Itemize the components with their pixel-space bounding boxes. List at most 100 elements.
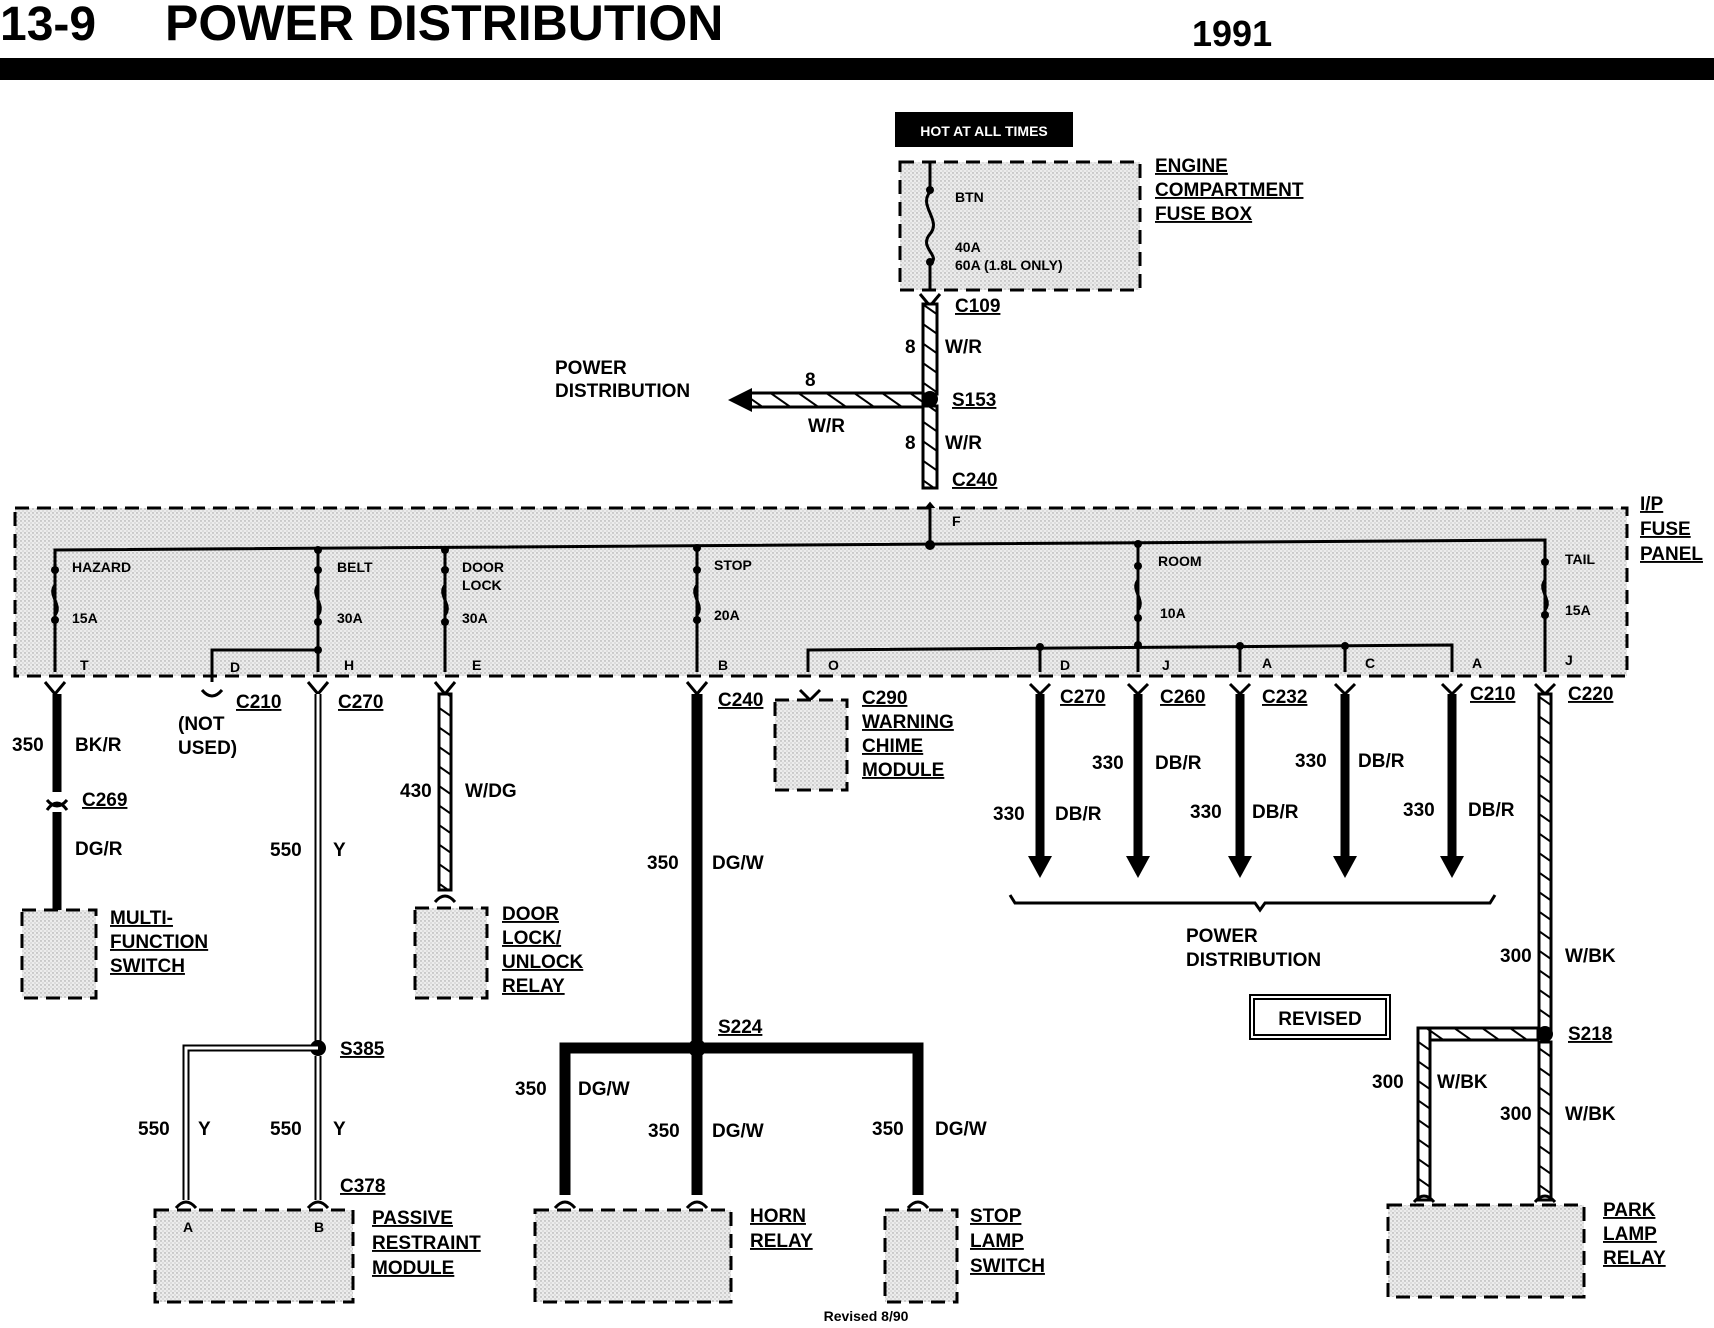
horn-relay-box [533, 1208, 733, 1304]
wire-wbk-gauge-upper: 300 [1500, 946, 1532, 967]
fuse-stop-rating: 20A [714, 607, 740, 623]
s153-label: S153 [952, 390, 996, 411]
db-r-gauge-3: 330 [1190, 802, 1222, 823]
wire-wbk-color-branch: W/BK [1437, 1072, 1488, 1093]
warning-chime-label-1: WARNING [862, 712, 954, 733]
s218-label: S218 [1568, 1024, 1612, 1045]
power-distribution-label-room-2: DISTRIBUTION [1186, 950, 1321, 971]
power-distribution-label-1: POWER [555, 358, 627, 379]
btn-fuse-symbol [925, 191, 935, 266]
btn-fuse-rating-alt: 60A (1.8L ONLY) [955, 257, 1063, 273]
db-r-color-5: DB/R [1468, 800, 1515, 821]
wire-dgw-color-center: DG/W [712, 1121, 764, 1142]
wire-wbk-color-upper: W/BK [1565, 946, 1616, 967]
c270-label-right: C270 [1060, 687, 1105, 708]
page-title: POWER DISTRIBUTION [165, 0, 723, 51]
wire-wr-feed-lower [921, 404, 939, 490]
s224-label: S224 [718, 1017, 763, 1038]
fuse-tail [1541, 558, 1549, 672]
passive-restraint-label-1: PASSIVE [372, 1208, 453, 1229]
fuse-belt-name: BELT [337, 559, 373, 575]
wire-wr-color-lower: W/R [945, 433, 982, 454]
wire-dgw-gauge-right: 350 [872, 1119, 904, 1140]
db-r-gauge-5: 330 [1403, 800, 1435, 821]
wire-dgw-color-main: DG/W [712, 853, 764, 874]
wire-wr-gauge-lower: 8 [905, 433, 916, 454]
header-rule [0, 58, 1714, 80]
doorlock-connector-top [433, 681, 457, 697]
fuse-belt-rating: 30A [337, 610, 363, 626]
power-distribution-label-room-1: POWER [1186, 926, 1258, 947]
wire-dgw-gauge-center: 350 [648, 1121, 680, 1142]
belt-c270-connector [306, 681, 330, 697]
fuse-room-rating: 10A [1160, 605, 1186, 621]
db-r-gauge-1: 330 [993, 804, 1025, 825]
room-bus-taps [1036, 642, 1349, 672]
fuse-door-lock [441, 546, 449, 672]
wire-dgw-gauge-main: 350 [647, 853, 679, 874]
park-lamp-label-3: RELAY [1603, 1248, 1666, 1269]
wire-y-color-branch: Y [198, 1119, 211, 1140]
s218-splice [1537, 1026, 1553, 1042]
c378-label: C378 [340, 1176, 385, 1197]
wire-wr-gauge-branch: 8 [805, 370, 816, 391]
db-r-gauge-4: 330 [1295, 751, 1327, 772]
multi-function-switch-label-3: SWITCH [110, 956, 185, 977]
ip-fuse-panel [13, 506, 1629, 678]
db-r-arrows [1028, 682, 1464, 878]
c260-label: C260 [1160, 687, 1205, 708]
warning-chime-module-box [773, 698, 849, 792]
passive-pin-b: B [314, 1219, 324, 1235]
wire-wbk-color-lower: W/BK [1565, 1104, 1616, 1125]
wire-wbk-branch-h [1416, 1026, 1540, 1042]
passive-restraint-label-3: MODULE [372, 1258, 454, 1279]
c210-unused-connector [200, 688, 224, 698]
hot-at-all-times-badge [895, 112, 1073, 147]
stop-lamp-label-1: STOP [970, 1206, 1022, 1227]
panel-pin-j: J [1162, 657, 1170, 673]
c210-label-right: C210 [1470, 684, 1515, 705]
wire-wdg-gauge: 430 [400, 781, 432, 802]
belt-to-pin-d-jumper [210, 648, 318, 682]
wire-wbk-lower [1537, 1040, 1553, 1202]
not-used-label-2: USED) [178, 738, 237, 759]
ip-panel-label-1: I/P [1640, 494, 1664, 515]
c378-connector [174, 1200, 330, 1210]
horn-relay-connectors [553, 1200, 709, 1210]
stop-lamp-label-3: SWITCH [970, 1256, 1045, 1277]
revised-badge-inner [1253, 998, 1387, 1036]
multi-function-switch-box [20, 908, 98, 1000]
engine-box-label-1: ENGINE [1155, 156, 1228, 177]
btn-fuse-rating: 40A [955, 239, 981, 255]
c232-label: C232 [1262, 687, 1307, 708]
wire-bkr-gauge: 350 [12, 735, 44, 756]
door-lock-relay-label-3: UNLOCK [502, 952, 584, 973]
s385-label: S385 [340, 1039, 385, 1060]
warning-chime-label-2: CHIME [862, 736, 923, 757]
wire-wr-feed-upper [921, 302, 939, 396]
wire-wr-gauge-upper: 8 [905, 337, 916, 358]
wire-wdg [437, 692, 453, 892]
revised-badge-label: REVISED [1278, 1009, 1361, 1030]
doorlock-connector-bottom [433, 894, 457, 904]
fuse-door-lock-rating: 30A [462, 610, 488, 626]
horn-relay-label-1: HORN [750, 1206, 806, 1227]
door-lock-relay-label-4: RELAY [502, 976, 565, 997]
c220-label: C220 [1568, 684, 1613, 705]
fuse-hazard-name: HAZARD [72, 559, 131, 575]
engine-box-label-2: COMPARTMENT [1155, 180, 1304, 201]
park-lamp-connectors [1412, 1194, 1557, 1204]
power-distribution-arrow-left [728, 388, 752, 412]
db-r-color-4: DB/R [1358, 751, 1405, 772]
fuse-hazard-rating: 15A [72, 610, 98, 626]
fuse-stop [693, 544, 701, 672]
fuse-stop-name: STOP [714, 557, 752, 573]
wire-wr-power-dist-branch [746, 391, 925, 409]
c109-label: C109 [955, 296, 1000, 317]
wire-wr-color-upper: W/R [945, 337, 982, 358]
c240-feed-label: C240 [952, 470, 997, 491]
fuse-tail-pin: J [1565, 652, 1573, 668]
wire-wbk-gauge-branch: 300 [1372, 1072, 1404, 1093]
horn-relay-label-2: RELAY [750, 1231, 813, 1252]
c270-label-left: C270 [338, 692, 383, 713]
